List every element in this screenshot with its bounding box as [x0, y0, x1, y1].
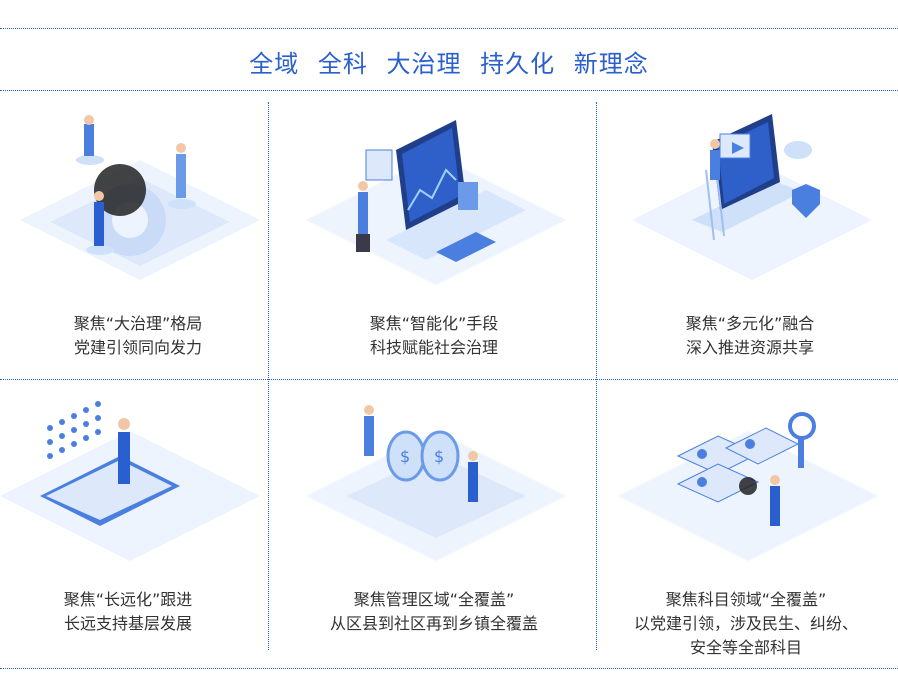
row-divider [0, 379, 898, 380]
svg-text:$: $ [434, 447, 444, 466]
svg-text:$: $ [400, 447, 410, 466]
top-divider [0, 28, 898, 29]
card-caption-line1: 聚焦科目领域“全覆盖” [665, 590, 827, 609]
page-title: 全域 全科 大治理 持久化 新理念 [249, 50, 649, 78]
card-caption-line1: 聚焦“多元化”融合 [685, 314, 815, 333]
card-caption-line1: 聚焦“长远化”跟进 [63, 590, 193, 609]
card-caption-line2: 长远支持基层发展 [63, 614, 192, 633]
card-caption-line2: 科技赋能社会治理 [369, 338, 498, 357]
governance-team-illustration [20, 115, 260, 280]
coins-teamwork-illustration: $ $ [306, 405, 566, 561]
card-caption-line3: 安全等全部科目 [689, 638, 802, 657]
profiles-search-illustration [618, 412, 878, 561]
card-caption-line1: 聚焦“智能化”手段 [369, 314, 499, 333]
bottom-divider [0, 668, 898, 669]
card-caption-line1: 聚焦“大治理”格局 [73, 314, 203, 333]
col-divider-2 [596, 102, 597, 650]
card-caption-line2: 深入推进资源共享 [685, 338, 814, 357]
laptop-analytics-illustration [306, 120, 566, 285]
card-caption-line1: 聚焦管理区域“全覆盖” [353, 590, 515, 609]
rating-stars-illustration [0, 401, 260, 561]
resource-sharing-illustration [632, 114, 872, 280]
col-divider-1 [268, 102, 269, 650]
card-caption-line2: 党建引领同向发力 [73, 338, 202, 357]
card-caption-line2: 从区县到社区再到乡镇全覆盖 [329, 614, 538, 633]
card-caption-line2: 以党建引领，涉及民生、纠纷、 [633, 614, 858, 633]
title-divider [0, 90, 898, 91]
